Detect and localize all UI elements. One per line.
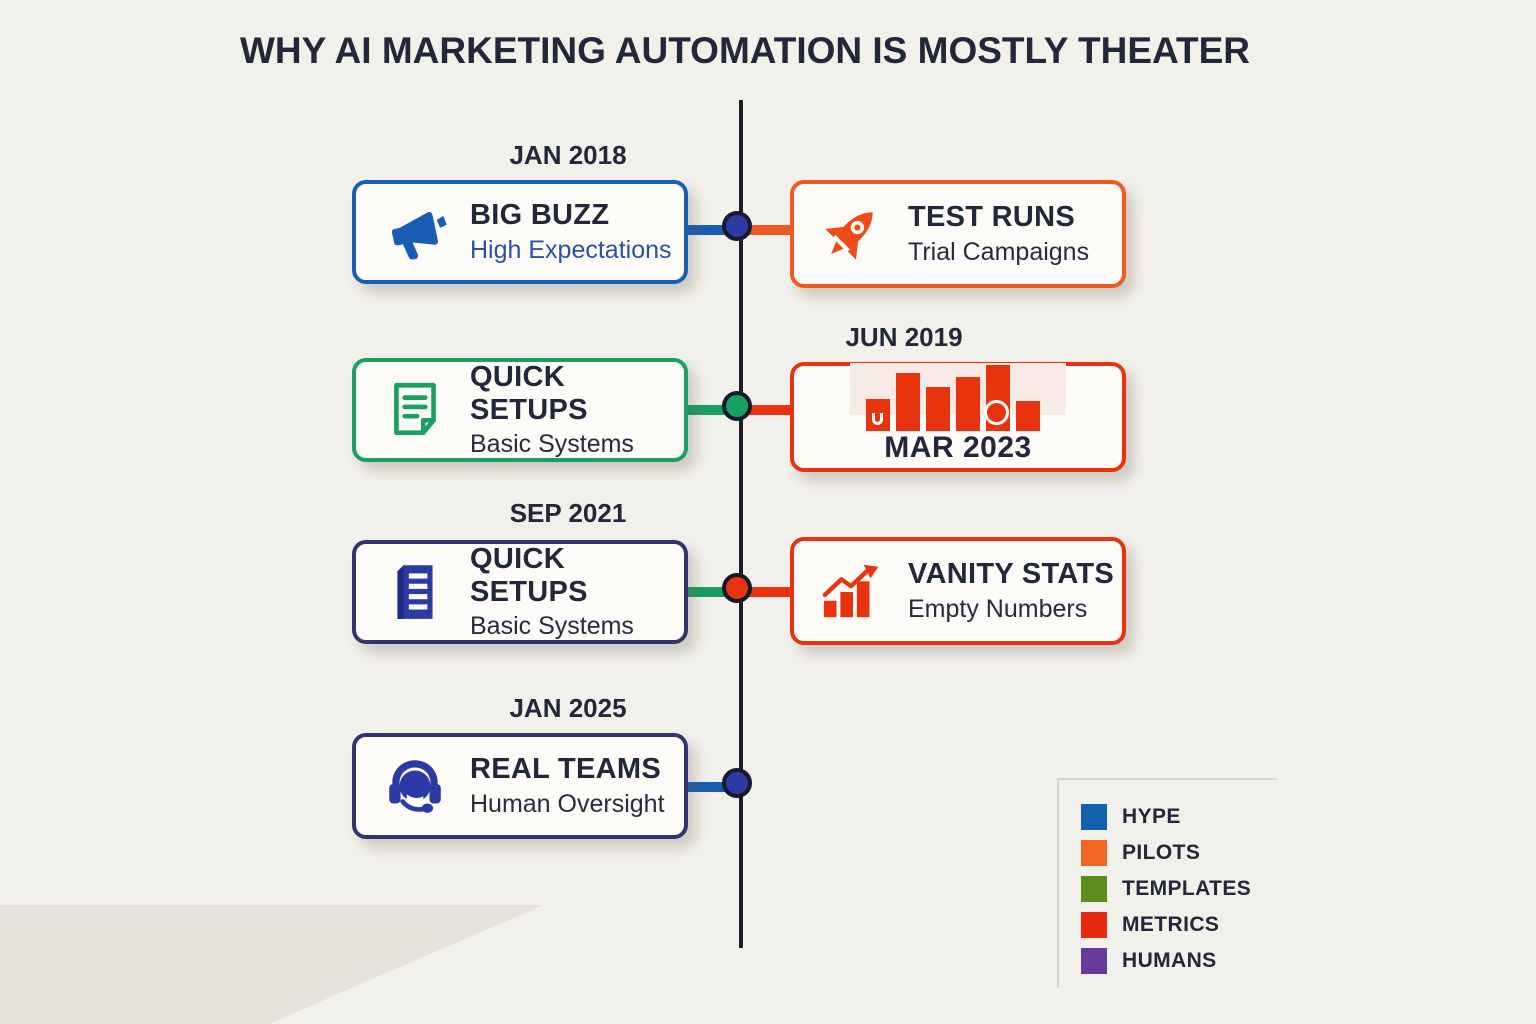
card-title: REAL TEAMS (470, 753, 661, 786)
card-subtitle: Basic Systems (470, 612, 634, 641)
timeline-node-2019 (722, 391, 752, 421)
card-test-runs: TEST RUNS Trial Campaigns (790, 180, 1126, 288)
card-title: TEST RUNS (908, 201, 1076, 234)
legend-label: HUMANS (1122, 949, 1217, 972)
legend-item-hype: HYPE (1081, 804, 1277, 830)
card-subtitle: Trial Campaigns (908, 237, 1090, 266)
date-label-jun-2019: JUN 2019 (845, 322, 963, 352)
megaphone-icon (382, 199, 448, 265)
mini-bar (956, 377, 980, 431)
card-title: VANITY STATS (908, 558, 1115, 591)
connector-quick-setups-green (688, 405, 741, 415)
timeline-node-2021 (722, 573, 752, 603)
card-real-teams: REAL TEAMS Human Oversight (352, 733, 688, 839)
headset-icon (382, 753, 448, 819)
document-outline-icon (382, 377, 448, 443)
legend-label: HYPE (1122, 805, 1181, 828)
connector-big-buzz (688, 225, 741, 235)
date-label-jan-2018: JAN 2018 (509, 140, 627, 170)
card-quick-setups-green: QUICK SETUPS Basic Systems (352, 358, 688, 462)
bar-chart-icon (850, 363, 1066, 431)
legend-label: METRICS (1122, 913, 1220, 936)
pilots-swatch (1081, 840, 1107, 866)
mini-bar (896, 373, 920, 431)
legend-label: TEMPLATES (1122, 877, 1252, 900)
mini-bar (926, 387, 950, 431)
mini-bar (1016, 401, 1040, 431)
date-label-sep-2021: SEP 2021 (509, 498, 627, 528)
metrics-swatch (1081, 912, 1107, 938)
background-triangle-decoration (0, 905, 544, 1024)
card-title: BIG BUZZ (470, 199, 610, 232)
card-vanity-stats: VANITY STATS Empty Numbers (790, 537, 1126, 645)
timeline-node-2018 (722, 211, 752, 241)
card-quick-setups-navy: QUICK SETUPS Basic Systems (352, 540, 688, 644)
bar-notch-decoration (872, 413, 883, 425)
card-title: QUICK SETUPS (470, 542, 588, 608)
legend-item-templates: TEMPLATES (1081, 876, 1277, 902)
connector-jun-2019 (741, 405, 790, 415)
card-subtitle: High Expectations (470, 235, 672, 264)
timeline-axis (739, 100, 743, 948)
legend-panel: HYPE PILOTS TEMPLATES METRICS HUMANS (1057, 778, 1277, 988)
rocket-icon (820, 201, 886, 267)
legend-label: PILOTS (1122, 841, 1201, 864)
card-big-buzz: BIG BUZZ High Expectations (352, 180, 688, 284)
card-subtitle: Empty Numbers (908, 594, 1088, 623)
date-label-jan-2025: JAN 2025 (509, 693, 627, 723)
legend-item-humans: HUMANS (1081, 948, 1277, 974)
growth-chart-icon (820, 558, 886, 624)
mini-bar-chart (866, 365, 1040, 431)
legend-item-pilots: PILOTS (1081, 840, 1277, 866)
document-filled-icon (382, 559, 448, 625)
page-title: WHY AI MARKETING AUTOMATION IS MOSTLY TH… (240, 30, 1250, 71)
card-metrics-chart: MAR 2023 (790, 362, 1126, 472)
chart-caption: MAR 2023 (884, 431, 1032, 464)
bar-circle-decoration (984, 400, 1009, 425)
connector-test-runs (741, 225, 790, 235)
templates-swatch (1081, 876, 1107, 902)
connector-vanity-stats (741, 587, 790, 597)
card-subtitle: Basic Systems (470, 430, 634, 459)
card-subtitle: Human Oversight (470, 789, 665, 818)
hype-swatch (1081, 804, 1107, 830)
timeline-node-2025 (722, 768, 752, 798)
legend-item-metrics: METRICS (1081, 912, 1277, 938)
humans-swatch (1081, 948, 1107, 974)
connector-quick-setups-navy (688, 587, 741, 597)
card-title: QUICK SETUPS (470, 360, 588, 426)
connector-real-teams (688, 782, 741, 792)
